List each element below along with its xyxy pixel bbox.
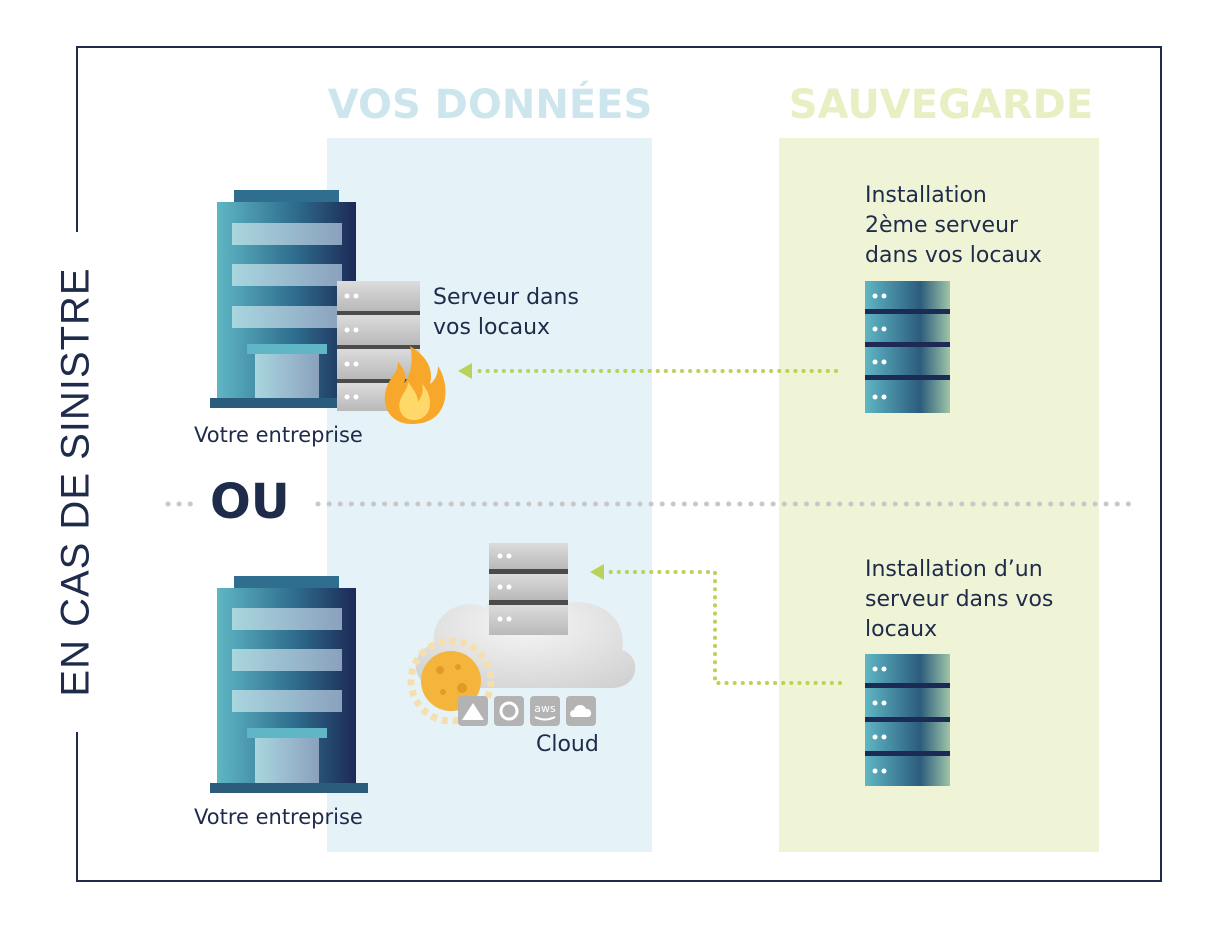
building-icon-top: [210, 190, 368, 408]
backup-server-icon-top: [865, 281, 950, 413]
cloud-provider-icon: [566, 696, 596, 726]
cloud-label: Cloud: [536, 732, 599, 757]
company-label-bottom: Votre entreprise: [194, 805, 363, 829]
backup-label-bottom-line1: Installation d’un: [865, 557, 1043, 582]
company-label-top: Votre entreprise: [194, 423, 363, 447]
backup-label-bottom-line2: serveur dans vos: [865, 587, 1054, 612]
data-column-title: VOS DONNÉES: [327, 82, 653, 128]
fire-icon: [384, 346, 446, 424]
svg-text:aws: aws: [534, 702, 556, 715]
cloud-server-icon: [489, 543, 568, 635]
building-icon-bottom: [210, 576, 368, 793]
google-cloud-icon: [494, 696, 524, 726]
data-column: [327, 138, 652, 852]
backup-label-top-line1: Installation: [865, 183, 987, 208]
backup-column-title: SAUVEGARDE: [788, 82, 1094, 128]
restore-arrow-bottom: [590, 564, 842, 685]
backup-label-bottom-line3: locaux: [865, 617, 938, 642]
server-label-line1: Serveur dans: [433, 285, 579, 310]
backup-label-top-line2: 2ème serveur: [865, 213, 1019, 238]
restore-arrow-top: [458, 363, 838, 379]
backup-label-top-line3: dans vos locaux: [865, 243, 1042, 268]
backup-server-icon-bottom: [865, 654, 950, 786]
google-drive-icon: [458, 696, 488, 726]
or-separator-label: OU: [210, 474, 290, 530]
aws-icon: aws: [530, 696, 560, 726]
server-label-line2: vos locaux: [433, 315, 551, 340]
